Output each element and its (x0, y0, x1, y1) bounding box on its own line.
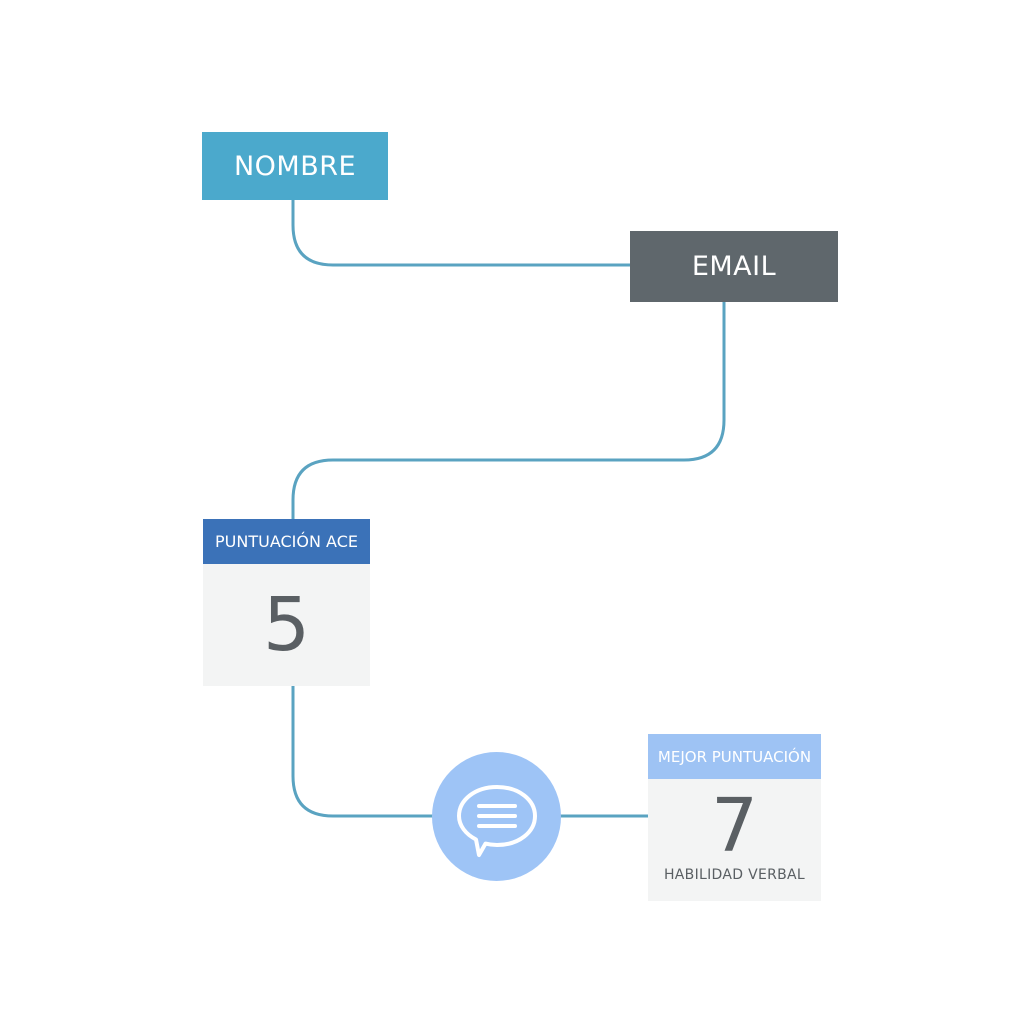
chat-node (432, 752, 561, 881)
connector-nombre-email (291, 198, 632, 267)
best-score-value: 7 (710, 783, 759, 869)
best-score-card: MEJOR PUNTUACIÓN 7 HABILIDAD VERBAL (648, 734, 821, 901)
nombre-label: NOMBRE (233, 150, 357, 182)
nombre-node: NOMBRE (202, 132, 388, 200)
chat-bubble-icon (456, 784, 537, 857)
ace-score-header: PUNTUACIÓN ACE (203, 519, 370, 564)
best-score-header: MEJOR PUNTUACIÓN (648, 734, 821, 779)
email-node: EMAIL (630, 231, 838, 302)
ace-score-value: 5 (262, 582, 311, 668)
email-label: EMAIL (691, 251, 777, 282)
best-score-subtitle: HABILIDAD VERBAL (663, 867, 806, 883)
connector-email-ace (291, 300, 726, 521)
ace-score-card: PUNTUACIÓN ACE 5 (203, 519, 370, 686)
connector-ace-chat (291, 684, 434, 818)
